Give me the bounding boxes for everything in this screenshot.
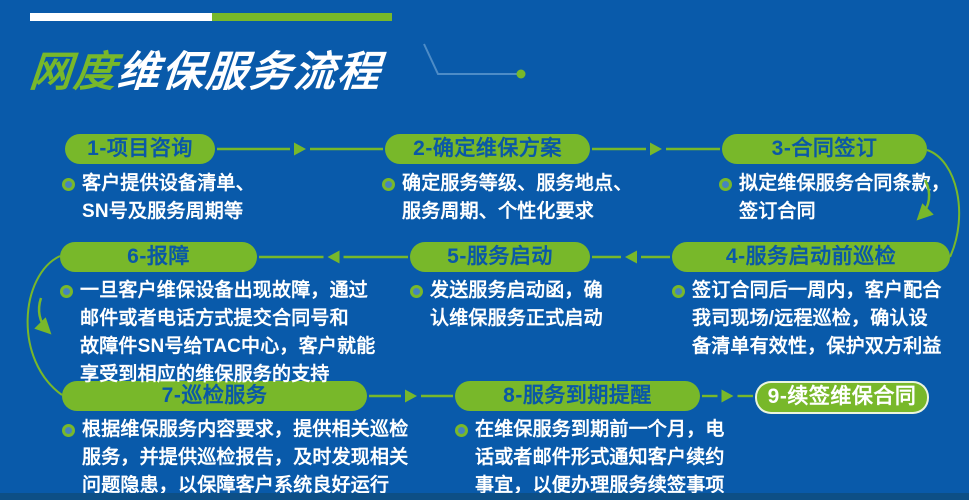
step-4-pill: 4-服务启动前巡检 — [672, 242, 950, 272]
header-accent-bar — [30, 13, 392, 21]
step-1-description: 客户提供设备清单、 SN号及服务周期等 — [82, 173, 255, 222]
step-8-description: 在维保服务到期前一个月，电 话或者邮件形式通知客户续约 事宜，以便办理服务续签事… — [475, 419, 725, 496]
bullet-icon — [719, 178, 732, 191]
step-1-pill: 1-项目咨询 — [65, 134, 215, 164]
bullet-icon — [62, 424, 75, 437]
curved-arrow-icon — [34, 297, 52, 335]
step-3-description: 拟定维保服务合同条款， 签订合同 — [739, 173, 951, 222]
step-8-pill: 8-服务到期提醒 — [455, 381, 700, 411]
step-2-description: 确定服务等级、服务地点、 服务周期、个性化要求 — [402, 173, 633, 222]
step-7-pill: 7-巡检服务 — [62, 381, 367, 411]
accent-bar-green-segment — [212, 13, 392, 21]
arrow-right-icon — [702, 389, 753, 403]
curved-arrow-icon — [916, 179, 934, 221]
footer-accent-strip — [0, 493, 969, 500]
title-decor-line — [423, 43, 526, 79]
accent-bar-white-segment — [30, 13, 212, 21]
bullet-icon — [410, 285, 423, 298]
step-7-description: 根据维保服务内容要求，提供相关巡检 服务，并提供巡检报告，及时发现相关 问题隐患… — [82, 419, 409, 496]
arrow-right-icon — [369, 389, 453, 403]
arrow-left-icon — [592, 250, 670, 264]
curved-connector-left — [26, 255, 63, 396]
step-4-description: 签订合同后一周内，客户配合 我司现场/远程巡检，确认设 备清单有效性，保护双方利… — [692, 280, 942, 357]
step-6-description: 一旦客户维保设备出现故障，通过 邮件或者电话方式提交合同号和 故障件SN号给TA… — [80, 280, 376, 385]
step-5-description: 发送服务启动函，确 认维保服务正式启动 — [430, 280, 603, 329]
bullet-icon — [60, 285, 73, 298]
bullet-icon — [455, 424, 468, 437]
arrow-right-icon — [217, 142, 383, 156]
bullet-icon — [672, 285, 685, 298]
page-title: 网度维保服务流程 — [27, 38, 384, 99]
curved-connector-right — [916, 149, 961, 258]
arrow-left-icon — [259, 250, 408, 264]
bullet-icon — [62, 178, 75, 191]
step-5-pill: 5-服务启动 — [410, 242, 590, 272]
arrow-right-icon — [592, 142, 720, 156]
flow-dot-icon — [516, 69, 526, 79]
bullet-icon — [382, 178, 395, 191]
step-2-pill: 2-确定维保方案 — [385, 134, 590, 164]
brand-name: 网度 — [27, 48, 120, 95]
step-3-pill: 3-合同签订 — [722, 134, 927, 164]
page-title-text: 维保服务流程 — [115, 48, 384, 95]
step-6-pill: 6-报障 — [60, 242, 257, 272]
step-9-pill: 9-续签维保合同 — [755, 381, 929, 414]
